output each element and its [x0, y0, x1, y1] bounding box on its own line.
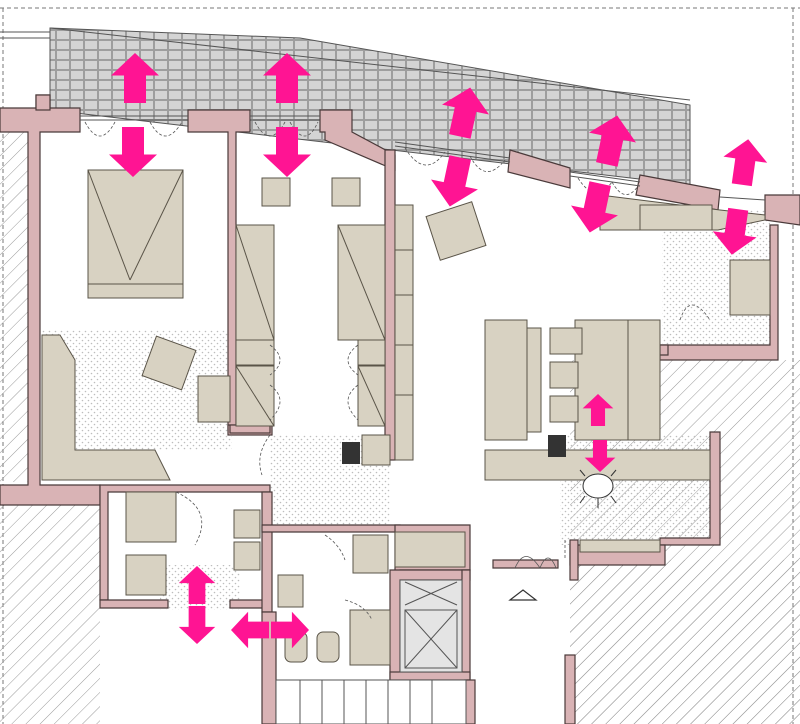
nightstand	[331, 177, 361, 207]
counter	[394, 531, 466, 568]
double-bed	[87, 169, 184, 299]
kitchen-counter	[574, 319, 661, 441]
entrance-triangle-icon	[508, 589, 538, 601]
windows	[80, 115, 766, 201]
bidet	[233, 509, 261, 539]
double-headed-arrow-icon	[723, 139, 768, 187]
double-headed-arrow-icon	[109, 127, 157, 177]
elevator-cross-icon	[399, 579, 463, 673]
single-bed-right	[337, 224, 386, 427]
cabinet	[579, 539, 661, 553]
dining-table	[579, 469, 617, 508]
neighbouring-areas	[0, 132, 800, 724]
armchair	[141, 335, 197, 391]
shower-tray	[125, 491, 177, 543]
corner-bench	[41, 334, 171, 481]
side-table	[197, 375, 231, 423]
toilet	[233, 541, 261, 571]
double-headed-arrow-icon	[111, 53, 159, 103]
double-headed-arrow-icon	[571, 181, 618, 233]
wardrobe	[394, 204, 414, 461]
double-headed-arrow-icon	[178, 606, 216, 644]
double-headed-arrow-icon	[263, 53, 311, 103]
terrace	[0, 27, 691, 186]
armchair	[425, 201, 487, 261]
shower	[349, 609, 391, 666]
double-headed-arrow-icon	[263, 127, 311, 177]
double-headed-arrow-icon	[271, 611, 309, 649]
staircase	[275, 679, 467, 724]
double-headed-arrow-icon	[712, 207, 757, 255]
sink	[125, 554, 167, 596]
counter	[361, 434, 391, 466]
walls	[0, 94, 800, 724]
door-swings	[84, 121, 711, 621]
storage-unit	[729, 259, 771, 316]
double-headed-arrow-icon	[589, 115, 636, 167]
chimneys	[342, 435, 566, 464]
stool	[549, 327, 583, 355]
furniture	[41, 169, 771, 666]
double-headed-arrow-icon	[431, 155, 478, 207]
stool	[549, 361, 579, 389]
double-headed-arrow-icon	[178, 566, 216, 604]
sink	[277, 574, 304, 608]
sofa	[484, 319, 528, 441]
double-headed-arrow-icon	[584, 440, 616, 472]
double-headed-arrow-icon	[442, 87, 489, 139]
double-headed-arrow-icon	[582, 394, 614, 426]
double-headed-arrow-icon	[231, 611, 269, 649]
bidet	[316, 631, 340, 663]
airflow-arrows	[109, 53, 768, 649]
single-bed-left	[235, 224, 275, 427]
nightstand	[261, 177, 291, 207]
bathtub-bench	[352, 534, 389, 574]
stool	[549, 395, 579, 423]
